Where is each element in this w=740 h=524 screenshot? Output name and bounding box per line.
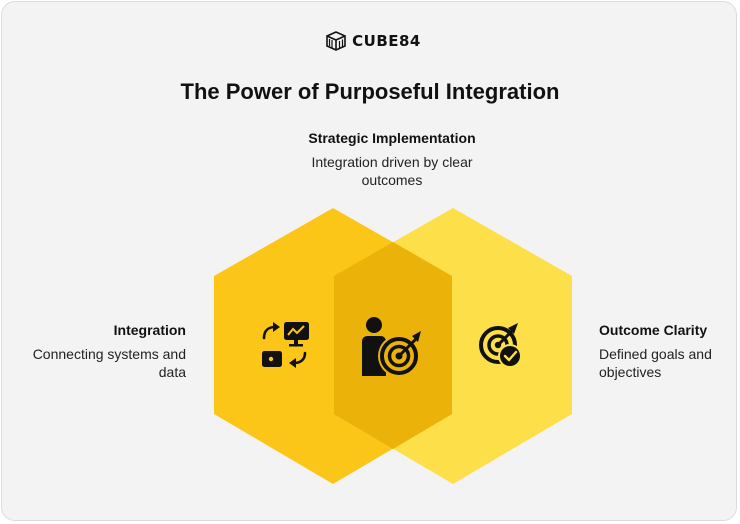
brand-name: CUBE84: [352, 32, 421, 50]
outcome-clarity-description: Defined goals and objectives: [599, 346, 712, 380]
strategic-implementation-block: Strategic Implementation Integration dri…: [290, 130, 494, 189]
person-target-icon: [362, 317, 421, 377]
outcome-clarity-block: Outcome Clarity Defined goals and object…: [599, 322, 734, 381]
device-sync-icon: [262, 322, 309, 368]
integration-block: Integration Connecting systems and data: [10, 322, 186, 381]
strategic-implementation-description: Integration driven by clear outcomes: [311, 154, 473, 188]
integration-heading: Integration: [113, 322, 186, 338]
brand-logo: CUBE84: [0, 31, 740, 51]
target-check-icon: [479, 323, 522, 368]
strategic-implementation-heading: Strategic Implementation: [308, 130, 476, 146]
integration-description: Connecting systems and data: [32, 346, 186, 380]
cube-stack-icon: [326, 31, 346, 51]
page-title: The Power of Purposeful Integration: [180, 79, 560, 104]
outcome-clarity-heading: Outcome Clarity: [599, 322, 708, 338]
